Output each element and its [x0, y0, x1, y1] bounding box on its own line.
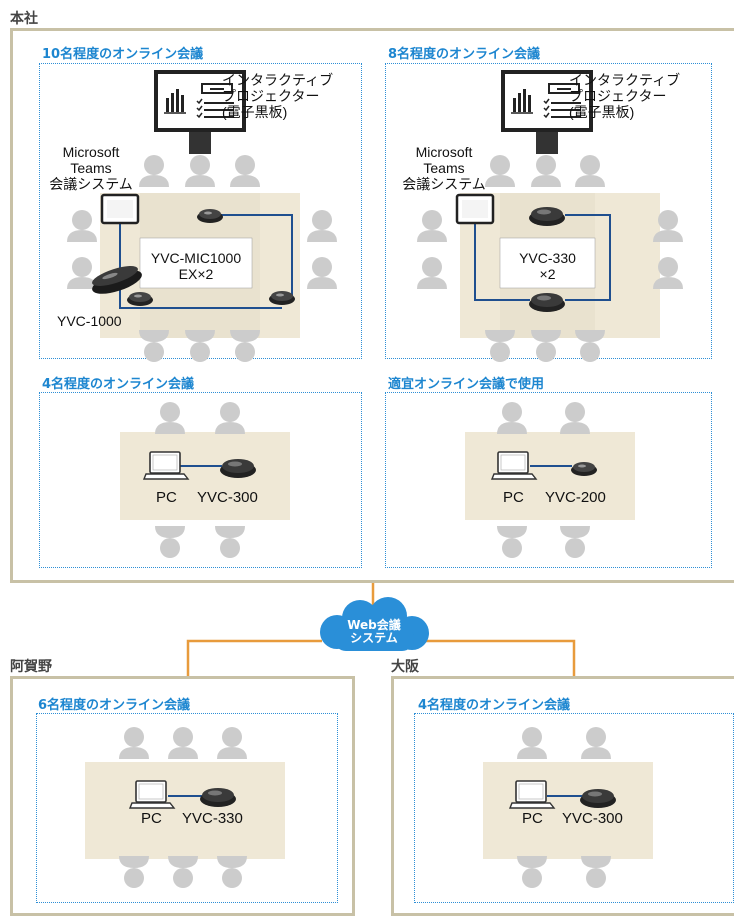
pc-label-4: PC	[522, 810, 543, 827]
cloud-label: Web会議 システム	[347, 618, 401, 645]
teams-label-1: Microsoft Teams 会議システム	[49, 144, 133, 192]
cloud-icon	[320, 597, 429, 651]
room-agano-layout	[85, 727, 285, 888]
room-title-8: 8名程度のオンライン会議	[388, 47, 541, 62]
yvc300-label-2: YVC-300	[562, 810, 623, 827]
room-osaka-layout	[483, 727, 653, 888]
site-label-osaka: 大阪	[391, 659, 419, 675]
yvc1000-speakerbar-icon	[92, 266, 142, 294]
room-10-layout	[67, 70, 337, 362]
room-title-4: 4名程度のオンライン会議	[42, 377, 195, 392]
pc-label-3: PC	[141, 810, 162, 827]
yvc330-label: YVC-330	[182, 810, 243, 827]
pc-label-2: PC	[503, 489, 524, 506]
site-frame-honsha	[10, 28, 734, 583]
room-8-layout	[417, 70, 683, 362]
room-any	[385, 392, 712, 568]
yvc330x2-label: YVC-330 ×2	[519, 250, 576, 282]
yvc200-label: YVC-200	[545, 489, 606, 506]
site-label-honsha: 本社	[10, 11, 38, 27]
teams-label-2: Microsoft Teams 会議システム	[402, 144, 486, 192]
room-title-10: 10名程度のオンライン会議	[42, 47, 204, 62]
projector-label-2: インタラクティブ プロジェクター (電子黒板)	[569, 72, 681, 120]
room-any-layout	[465, 402, 635, 558]
room-title-osaka-4: 4名程度のオンライン会議	[418, 698, 571, 713]
mic1000-label: YVC-MIC1000 EX×2	[150, 250, 242, 282]
room-title-agano-6: 6名程度のオンライン会議	[38, 698, 191, 713]
room-4-layout	[120, 402, 290, 558]
room-title-any: 適宜オンライン会議で使用	[388, 377, 545, 392]
yvc1000-label: YVC-1000	[57, 313, 122, 329]
yvc300-label-1: YVC-300	[197, 489, 258, 506]
site-label-agano: 阿賀野	[10, 659, 52, 675]
projector-label-1: インタラクティブ プロジェクター (電子黒板)	[222, 72, 334, 120]
pc-label-1: PC	[156, 489, 177, 506]
room-4-persons	[39, 392, 362, 568]
